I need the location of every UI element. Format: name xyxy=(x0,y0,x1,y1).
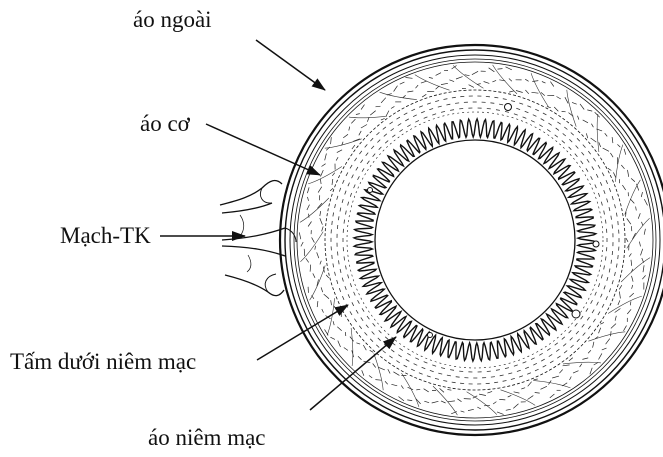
label-submucosa: Tấm dưới niêm mạc xyxy=(10,350,196,373)
label-vessel-nerve: Mạch-TK xyxy=(60,224,151,247)
arrow-outer-coat xyxy=(256,40,325,90)
arrow-submucosa xyxy=(257,305,348,360)
mucosa-layer xyxy=(354,119,596,361)
label-muscle-coat: áo cơ xyxy=(140,112,190,135)
label-mucosa: áo niêm mạc xyxy=(148,426,266,449)
label-outer-coat: áo ngoài xyxy=(133,8,212,31)
